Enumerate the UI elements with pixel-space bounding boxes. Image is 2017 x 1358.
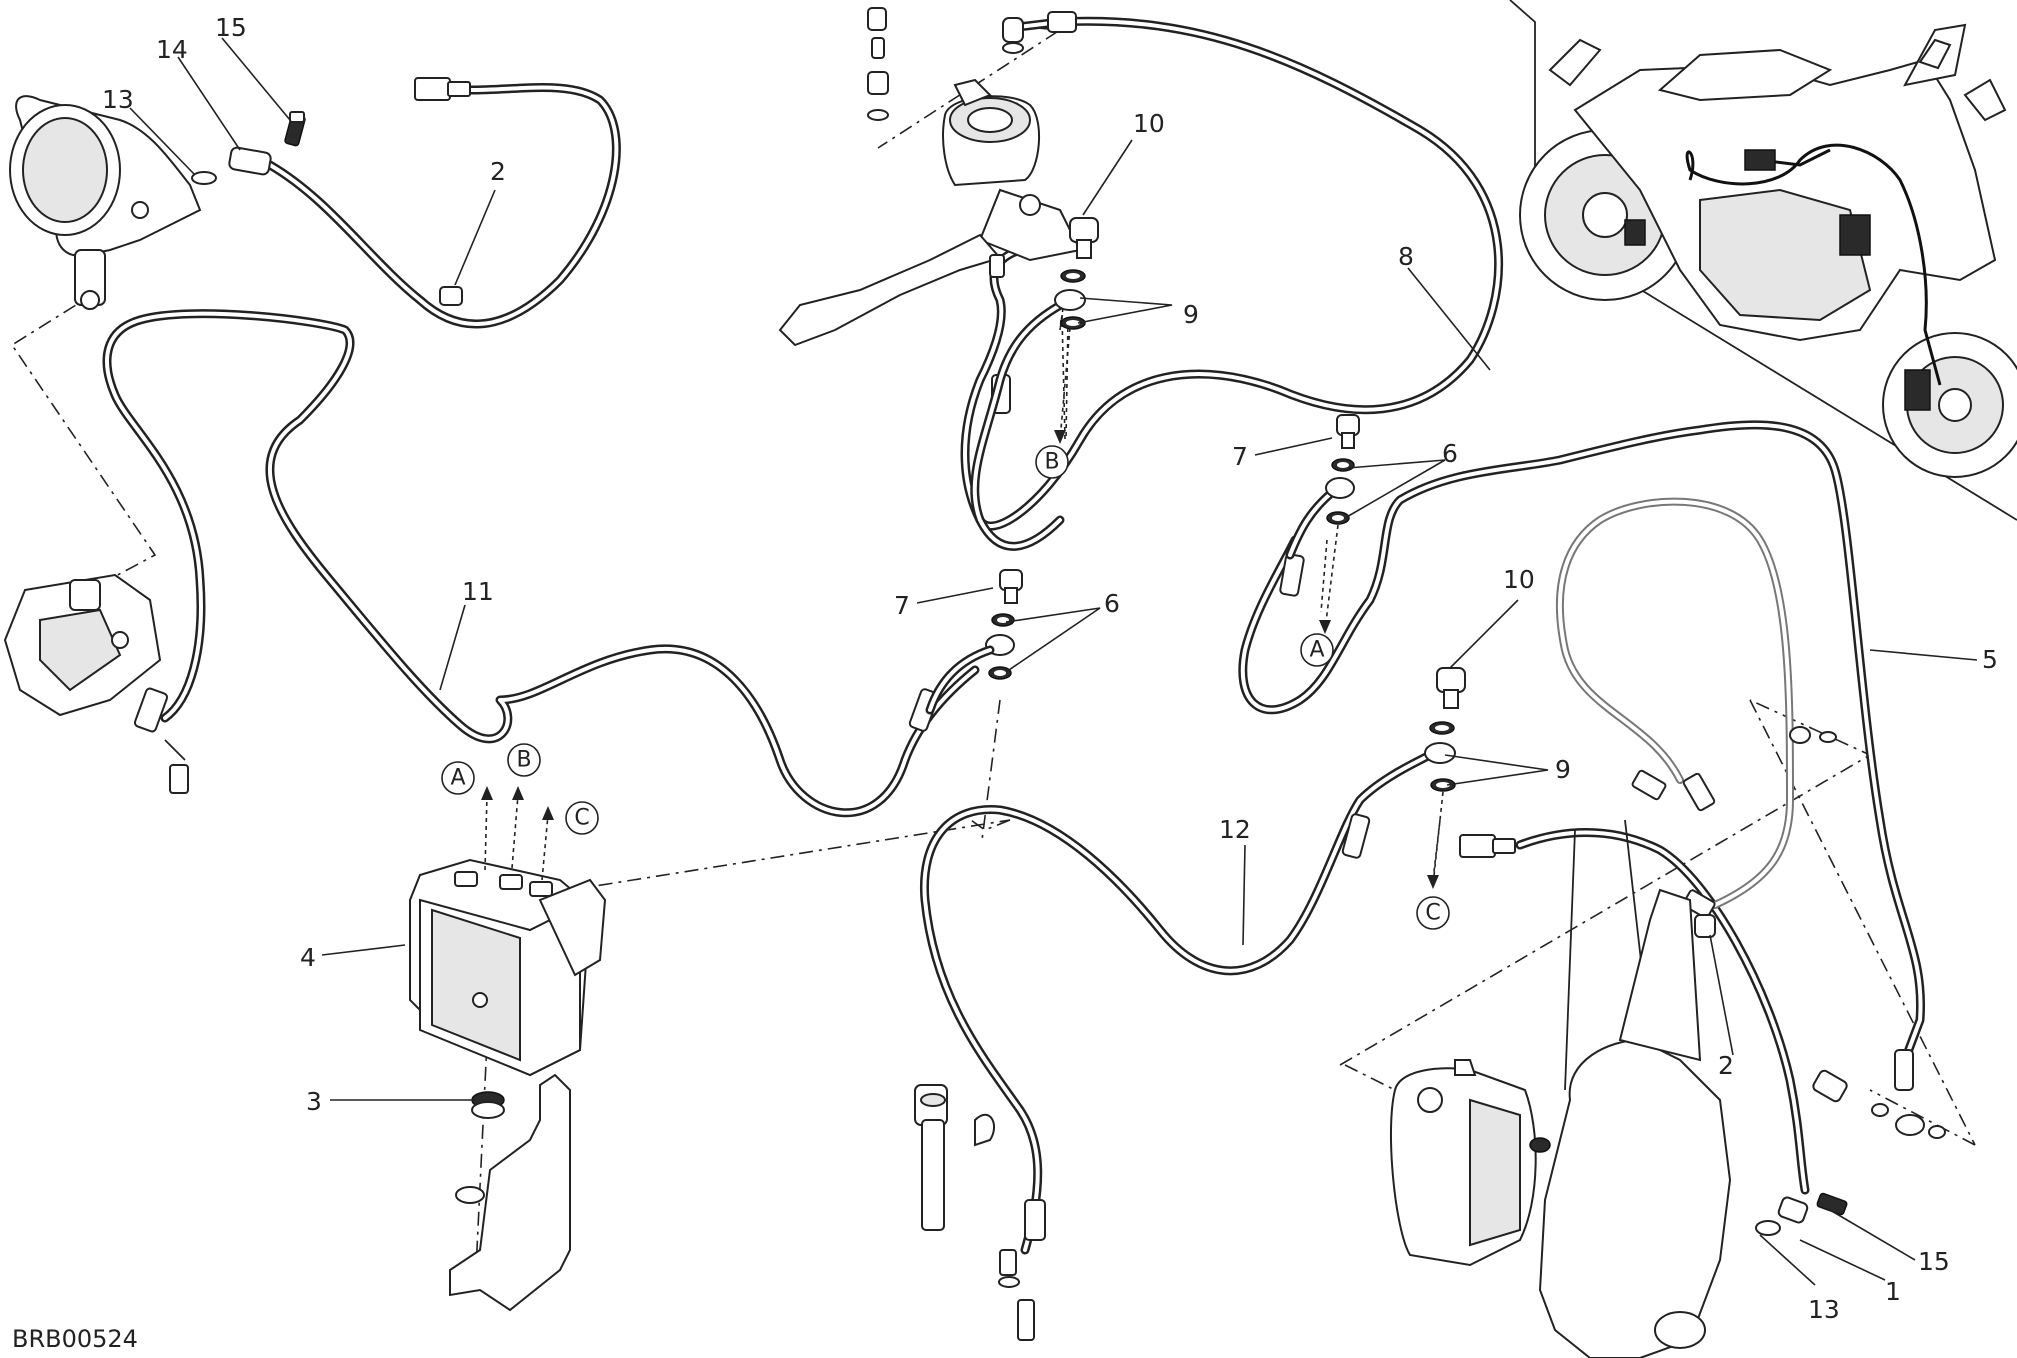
connector-b-top bbox=[1035, 445, 1069, 479]
callout-7-mid: 7 bbox=[894, 591, 910, 620]
master-banjo-parts bbox=[867, 7, 889, 121]
sensor-wire-rear bbox=[265, 77, 621, 329]
callout-3: 3 bbox=[306, 1087, 322, 1116]
connector-b-abs bbox=[507, 743, 541, 777]
callout-6-right: 6 bbox=[1442, 439, 1458, 468]
callout-11: 11 bbox=[462, 577, 494, 606]
callout-14: 14 bbox=[156, 35, 188, 64]
banjo-bolt-middle-left bbox=[925, 569, 1023, 715]
front-speed-sensor-parts bbox=[1694, 914, 1848, 1236]
connector-c-right bbox=[1416, 896, 1450, 930]
sensor-clip-top bbox=[439, 286, 463, 306]
front-brake-master bbox=[778, 17, 1082, 347]
callout-13-bottom: 13 bbox=[1808, 1295, 1840, 1324]
front-caliper bbox=[1389, 1059, 1537, 1267]
abs-unit bbox=[409, 858, 607, 1077]
connector-c-abs-label: C bbox=[574, 806, 589, 831]
connector-a-abs bbox=[441, 761, 475, 795]
connector-c-right-label: C bbox=[1425, 901, 1440, 926]
connector-a-mid bbox=[1300, 633, 1334, 667]
callout-15-bottom: 15 bbox=[1918, 1247, 1950, 1276]
loose-hose-grey bbox=[1555, 497, 1795, 919]
callout-7-right: 7 bbox=[1232, 442, 1248, 471]
rear-caliper bbox=[3, 573, 189, 794]
callout-2-top: 2 bbox=[490, 157, 506, 186]
brake-hose-5 bbox=[1238, 420, 1926, 1091]
banjo-bolt-right bbox=[1424, 667, 1466, 792]
connector-c-abs bbox=[565, 801, 599, 835]
rear-speed-sensor-parts bbox=[191, 111, 306, 185]
callout-9-top: 9 bbox=[1183, 300, 1199, 329]
rear-caliper-bracket bbox=[9, 95, 202, 310]
connector-markers: B A C A B C bbox=[441, 445, 1450, 930]
connector-a-abs-label: A bbox=[450, 766, 465, 791]
diagram-code: BRB00524 bbox=[12, 1325, 138, 1353]
caliper-banjo-right bbox=[1789, 726, 1946, 1139]
brake-hose-top-master bbox=[970, 295, 1075, 551]
connector-b-abs-label: B bbox=[516, 748, 531, 773]
banjo-bolt-top bbox=[1054, 217, 1099, 330]
callout-15-top: 15 bbox=[215, 13, 247, 42]
callout-numbers: 15 14 13 2 10 9 8 7 6 11 7 6 10 9 5 12 4… bbox=[102, 13, 1998, 1324]
abs-bracket bbox=[449, 1073, 571, 1312]
callout-4: 4 bbox=[300, 943, 316, 972]
callout-9-right: 9 bbox=[1555, 755, 1571, 784]
motorcycle-inset bbox=[1509, 0, 2017, 521]
connector-a-mid-label: A bbox=[1309, 638, 1324, 663]
callout-5: 5 bbox=[1982, 645, 1998, 674]
brake-hose-11 bbox=[102, 309, 980, 818]
connector-b-top-label: B bbox=[1044, 450, 1059, 475]
callout-8: 8 bbox=[1398, 242, 1414, 271]
callout-2-bottom: 2 bbox=[1718, 1051, 1734, 1080]
banjo-bolt-middle-right bbox=[1325, 414, 1360, 525]
guide-6a bbox=[1061, 314, 1066, 441]
callout-12: 12 bbox=[1219, 815, 1251, 844]
brake-hose-12 bbox=[919, 750, 1435, 1255]
brake-hose-6-right bbox=[1285, 485, 1340, 560]
front-fork bbox=[1529, 819, 1732, 1358]
callout-1: 1 bbox=[1885, 1277, 1901, 1306]
callout-6-mid: 6 bbox=[1104, 589, 1120, 618]
connection-arrows bbox=[481, 327, 1444, 889]
callout-10-right: 10 bbox=[1503, 565, 1535, 594]
rear-master-cylinder bbox=[914, 1084, 1035, 1341]
guide-6b bbox=[1320, 539, 1328, 613]
sensor-wire-front bbox=[1459, 828, 1810, 1195]
callout-13-top: 13 bbox=[102, 85, 134, 114]
callout-10-top: 10 bbox=[1133, 109, 1165, 138]
leader-lines bbox=[129, 37, 1978, 1286]
